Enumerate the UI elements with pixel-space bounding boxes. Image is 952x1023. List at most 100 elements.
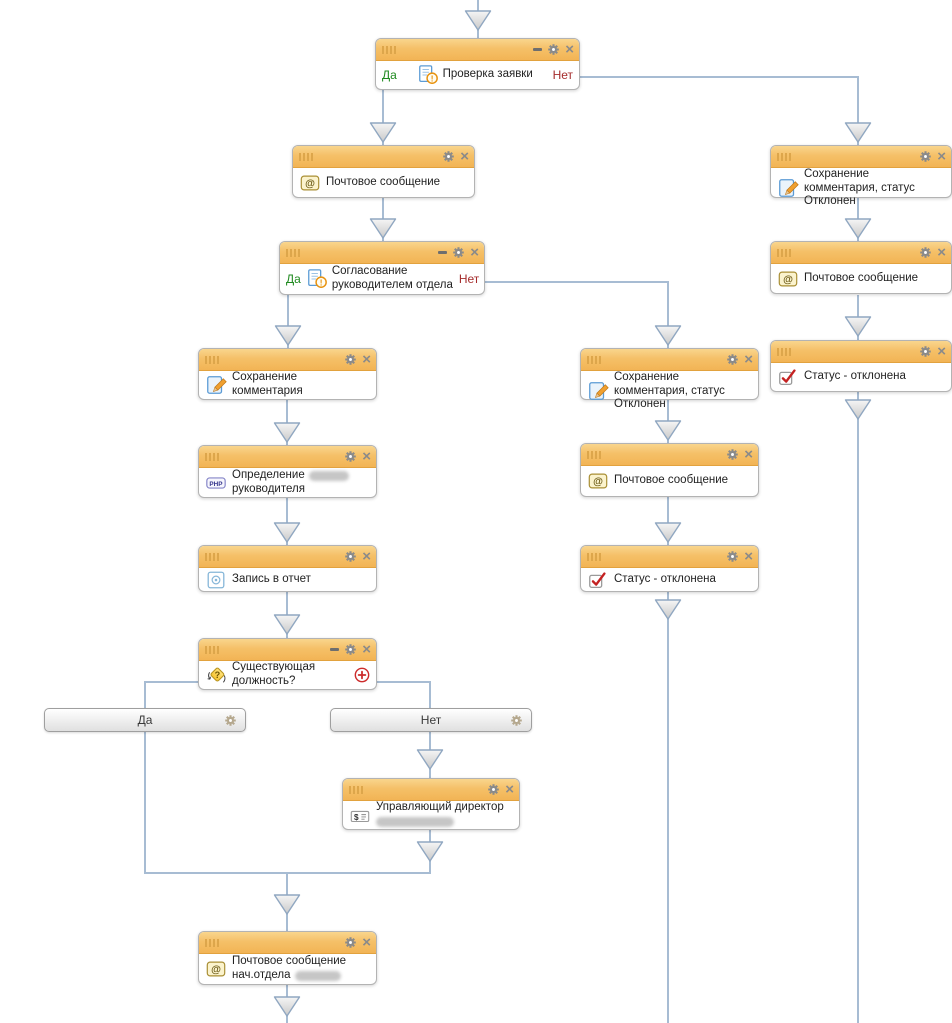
node-titlebar[interactable]: × xyxy=(199,546,376,568)
node-report-record[interactable]: × Запись в отчет xyxy=(198,545,377,592)
drag-handle-icon[interactable] xyxy=(205,552,220,561)
drag-handle-icon[interactable] xyxy=(777,248,792,257)
drag-handle-icon[interactable] xyxy=(777,347,792,356)
close-icon[interactable]: × xyxy=(937,244,946,261)
close-icon[interactable]: × xyxy=(505,781,514,798)
settings-gear-icon[interactable] xyxy=(726,550,739,563)
settings-gear-icon[interactable] xyxy=(452,246,465,259)
settings-gear-icon[interactable] xyxy=(344,936,357,949)
node-approval-by-department-head[interactable]: × Да Согласование руководителем отдела Н… xyxy=(279,241,485,295)
node-titlebar[interactable]: × xyxy=(293,146,474,168)
no-branch-label: Нет xyxy=(552,68,573,82)
connector-line xyxy=(429,681,431,708)
mail-icon xyxy=(299,172,321,194)
settings-gear-icon[interactable] xyxy=(344,353,357,366)
node-titlebar[interactable]: × xyxy=(280,242,484,264)
settings-gear-icon[interactable] xyxy=(510,714,523,727)
close-icon[interactable]: × xyxy=(744,351,753,368)
node-check-request[interactable]: × Да Проверка заявки Нет xyxy=(375,38,580,90)
settings-gear-icon[interactable] xyxy=(224,714,237,727)
node-save-comment[interactable]: × Сохранение комментария xyxy=(198,348,377,400)
drag-handle-icon[interactable] xyxy=(587,450,602,459)
node-title: Согласование руководителем отдела xyxy=(331,265,453,291)
close-icon[interactable]: × xyxy=(937,343,946,360)
node-titlebar[interactable]: × xyxy=(581,349,758,371)
settings-gear-icon[interactable] xyxy=(442,150,455,163)
node-mail-message-mid[interactable]: × Почтовое сообщение xyxy=(580,443,759,497)
minimize-button[interactable] xyxy=(330,648,340,651)
settings-gear-icon[interactable] xyxy=(919,150,932,163)
node-define-manager[interactable]: × Определение руководителя xyxy=(198,445,377,498)
connector-line xyxy=(382,90,384,145)
close-icon[interactable]: × xyxy=(362,448,371,465)
node-mail-message-right[interactable]: × Почтовое сообщение xyxy=(770,241,952,294)
settings-gear-icon[interactable] xyxy=(919,345,932,358)
drag-handle-icon[interactable] xyxy=(587,552,602,561)
drag-handle-icon[interactable] xyxy=(587,355,602,364)
minimize-button[interactable] xyxy=(438,251,448,254)
drag-handle-icon[interactable] xyxy=(299,152,314,161)
node-titlebar[interactable]: × xyxy=(771,146,951,168)
node-save-comment-declined-mid[interactable]: × Сохранение комментария, статус Отклоне… xyxy=(580,348,759,410)
drag-handle-icon[interactable] xyxy=(205,645,220,654)
drag-handle-icon[interactable] xyxy=(382,45,397,54)
node-status-declined-right[interactable]: × Статус - отклонена xyxy=(770,340,952,392)
node-titlebar[interactable]: × xyxy=(376,39,579,61)
node-managing-director[interactable]: × Управляющий директор xyxy=(342,778,520,830)
node-existing-position-condition[interactable]: × Существующая должность? xyxy=(198,638,377,690)
php-icon xyxy=(205,472,227,494)
node-titlebar[interactable]: × xyxy=(581,444,758,466)
connector-line xyxy=(580,76,858,78)
node-titlebar[interactable]: × xyxy=(343,779,519,801)
add-branch-plus-icon[interactable] xyxy=(354,667,370,683)
node-title: руководителя xyxy=(232,482,305,495)
minimize-button[interactable] xyxy=(533,48,543,51)
connector-line xyxy=(485,281,668,283)
drag-handle-icon[interactable] xyxy=(205,452,220,461)
drag-handle-icon[interactable] xyxy=(286,248,301,257)
close-icon[interactable]: × xyxy=(362,934,371,951)
node-titlebar[interactable]: × xyxy=(199,639,376,661)
close-icon[interactable]: × xyxy=(362,641,371,658)
connector-arrow-icon xyxy=(272,613,302,636)
settings-gear-icon[interactable] xyxy=(726,448,739,461)
node-mail-head-of-department[interactable]: × Почтовое сообщение нач.отдела xyxy=(198,931,377,985)
close-icon[interactable]: × xyxy=(470,244,479,261)
settings-gear-icon[interactable] xyxy=(726,353,739,366)
close-icon[interactable]: × xyxy=(460,148,469,165)
close-icon[interactable]: × xyxy=(744,548,753,565)
node-mail-message-top[interactable]: × Почтовое сообщение xyxy=(292,145,475,198)
node-status-declined-mid[interactable]: × Статус - отклонена xyxy=(580,545,759,592)
redacted-text xyxy=(294,970,341,981)
settings-gear-icon[interactable] xyxy=(344,550,357,563)
close-icon[interactable]: × xyxy=(362,548,371,565)
settings-gear-icon[interactable] xyxy=(547,43,560,56)
connector-line xyxy=(667,497,669,545)
settings-gear-icon[interactable] xyxy=(344,643,357,656)
approval-icon xyxy=(306,268,328,290)
settings-gear-icon[interactable] xyxy=(487,783,500,796)
node-titlebar[interactable]: × xyxy=(581,546,758,568)
branch-button-no[interactable]: Нет xyxy=(330,708,532,732)
node-titlebar[interactable]: × xyxy=(771,242,951,264)
drag-handle-icon[interactable] xyxy=(349,785,364,794)
settings-gear-icon[interactable] xyxy=(344,450,357,463)
node-titlebar[interactable]: × xyxy=(199,446,376,468)
node-titlebar[interactable]: × xyxy=(771,341,951,363)
node-titlebar[interactable]: × xyxy=(199,349,376,371)
close-icon[interactable]: × xyxy=(565,41,574,58)
close-icon[interactable]: × xyxy=(744,446,753,463)
close-icon[interactable]: × xyxy=(937,148,946,165)
node-save-comment-declined-right[interactable]: × Сохранение комментария, статус Отклоне… xyxy=(770,145,952,207)
node-title: Проверка заявки xyxy=(442,68,533,81)
connector-line xyxy=(144,732,146,874)
settings-gear-icon[interactable] xyxy=(919,246,932,259)
drag-handle-icon[interactable] xyxy=(205,355,220,364)
drag-handle-icon[interactable] xyxy=(777,152,792,161)
close-icon[interactable]: × xyxy=(362,351,371,368)
branch-label: Да xyxy=(137,713,153,727)
node-titlebar[interactable]: × xyxy=(199,932,376,954)
drag-handle-icon[interactable] xyxy=(205,938,220,947)
branch-button-yes[interactable]: Да xyxy=(44,708,246,732)
